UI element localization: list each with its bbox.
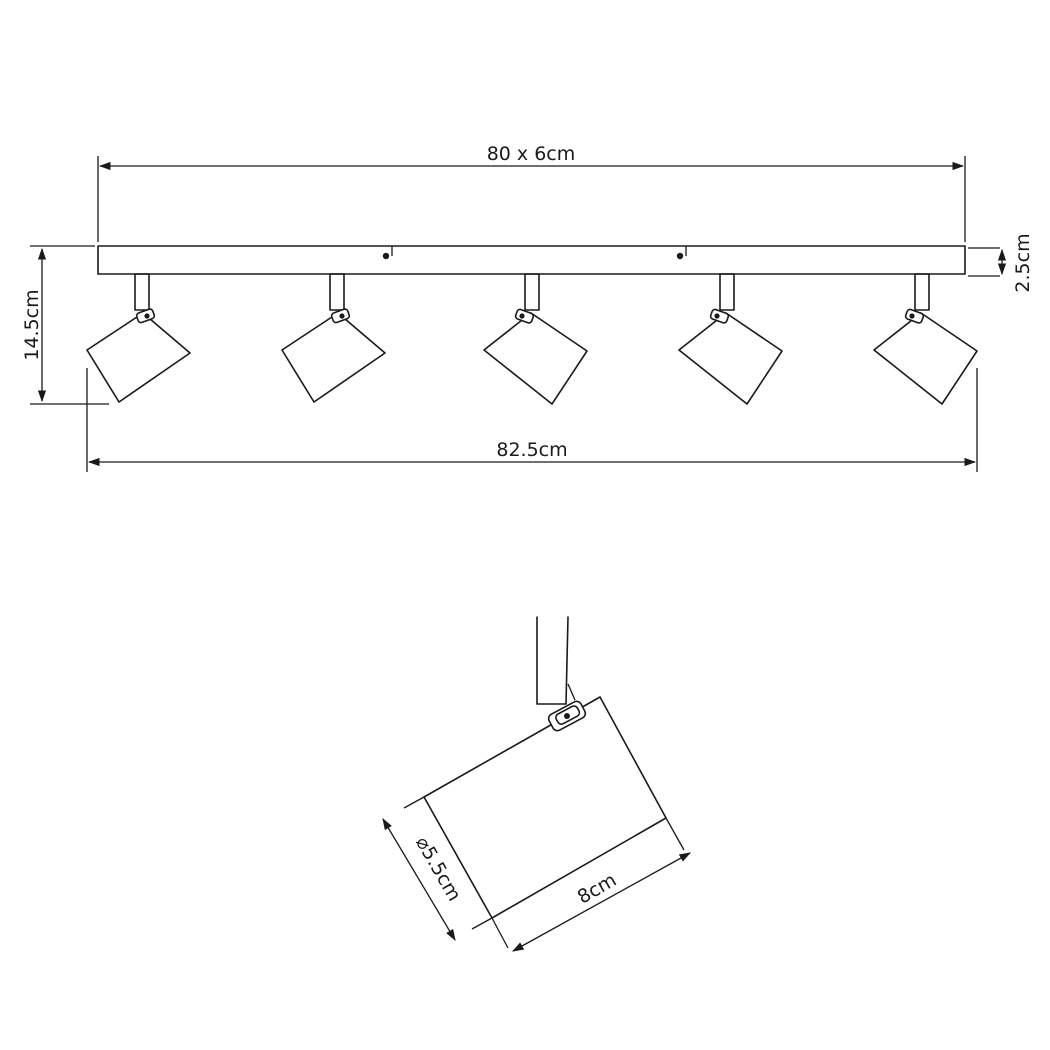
overall-width-label: 80 x 6cm — [487, 143, 576, 165]
spotlight — [678, 273, 783, 405]
spotlight — [86, 273, 191, 403]
detail-view: ⌀5.5cm 8cm — [382, 616, 692, 952]
spotlight — [873, 273, 978, 405]
height-dimension: 14.5cm — [21, 245, 109, 405]
length-label: 8cm — [574, 869, 621, 909]
spotlight-stem — [536, 616, 576, 705]
pivot-bracket — [547, 700, 587, 732]
mounting-screw — [676, 252, 684, 260]
ceiling-plate — [97, 245, 966, 275]
mounting-screw — [382, 252, 390, 260]
plate-depth-dimension: 2.5cm — [968, 233, 1034, 293]
plate-depth-label: 2.5cm — [1012, 233, 1034, 292]
total-width-label: 82.5cm — [496, 439, 567, 461]
total-width-dimension: 82.5cm — [86, 368, 978, 472]
overall-width-dimension: 80 x 6cm — [97, 143, 966, 242]
height-label: 14.5cm — [21, 289, 43, 360]
spotlight — [483, 273, 588, 405]
top-view: 80 x 6cm 2.5cm 14.5cm — [21, 143, 1034, 472]
spotlight — [281, 273, 386, 403]
